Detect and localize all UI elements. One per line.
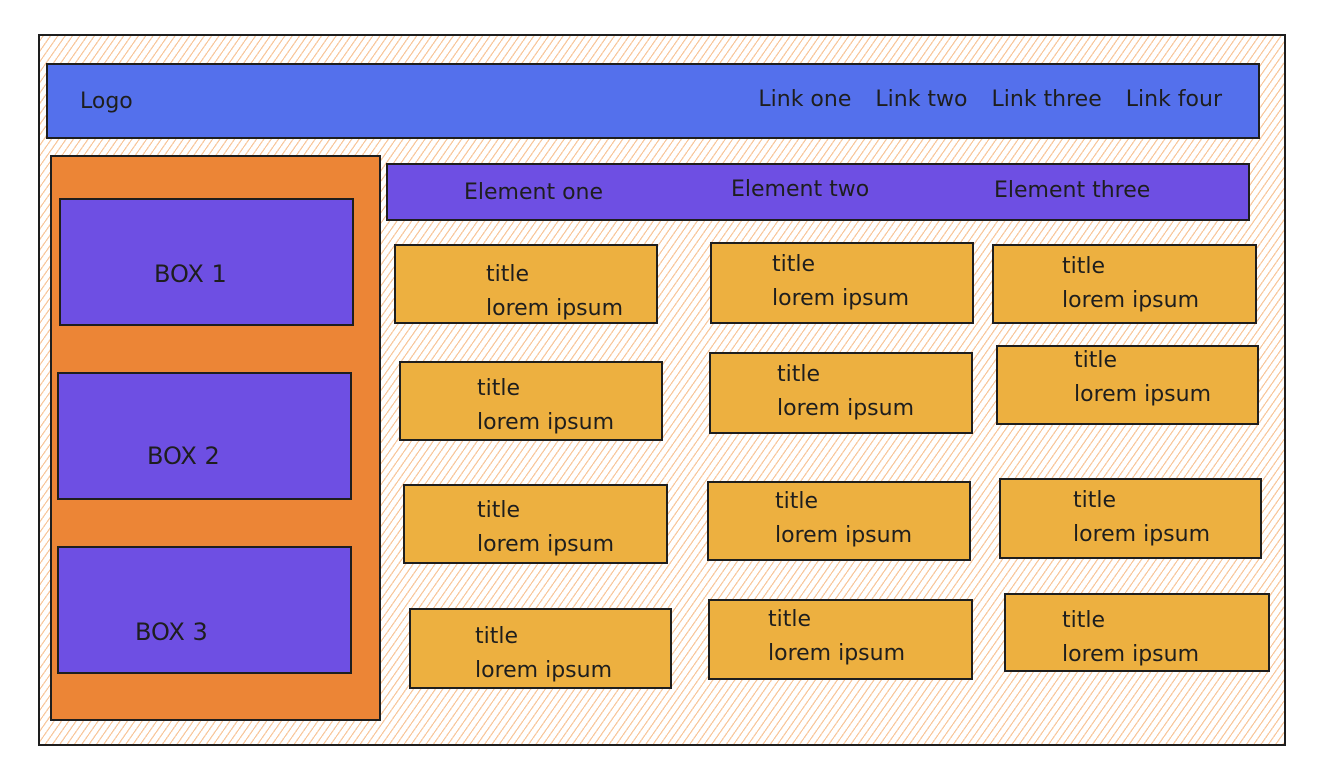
- card[interactable]: title lorem ipsum: [996, 345, 1259, 425]
- card-text: lorem ipsum: [775, 523, 913, 548]
- sidebar-box-1[interactable]: BOX 1: [59, 198, 354, 326]
- card[interactable]: title lorem ipsum: [710, 242, 974, 324]
- card-text: lorem ipsum: [777, 396, 915, 421]
- card-title: title: [1074, 348, 1118, 373]
- card-title: title: [768, 607, 812, 632]
- card-title: title: [1073, 488, 1117, 513]
- logo[interactable]: Logo: [80, 89, 133, 114]
- nav-links: Link one Link two Link three Link four: [758, 87, 1222, 112]
- tab-element-one[interactable]: Element one: [464, 180, 604, 205]
- card-title: title: [775, 489, 819, 514]
- box-label: BOX 2: [147, 442, 220, 470]
- nav-link-one[interactable]: Link one: [758, 87, 852, 112]
- card-title: title: [777, 362, 821, 387]
- sidebar-box-3[interactable]: BOX 3: [57, 546, 352, 674]
- box-label: BOX 3: [135, 618, 208, 646]
- card[interactable]: title lorem ipsum: [709, 352, 973, 434]
- card[interactable]: title lorem ipsum: [1004, 593, 1270, 672]
- card[interactable]: title lorem ipsum: [409, 608, 672, 689]
- card-text: lorem ipsum: [1062, 288, 1200, 313]
- card-title: title: [486, 262, 530, 287]
- card-text: lorem ipsum: [475, 658, 613, 683]
- tab-element-three[interactable]: Element three: [994, 178, 1151, 203]
- header-bar: Logo Link one Link two Link three Link f…: [46, 63, 1260, 139]
- card-text: lorem ipsum: [486, 296, 624, 321]
- nav-link-two[interactable]: Link two: [875, 87, 968, 112]
- box-label: BOX 1: [154, 260, 227, 288]
- card[interactable]: title lorem ipsum: [992, 244, 1257, 324]
- element-bar: Element one Element two Element three: [386, 163, 1250, 221]
- card-text: lorem ipsum: [477, 532, 615, 557]
- card-text: lorem ipsum: [768, 641, 906, 666]
- card[interactable]: title lorem ipsum: [394, 244, 658, 324]
- card[interactable]: title lorem ipsum: [708, 599, 973, 680]
- card-title: title: [477, 376, 521, 401]
- card-text: lorem ipsum: [1062, 642, 1200, 667]
- card[interactable]: title lorem ipsum: [403, 484, 668, 564]
- card-text: lorem ipsum: [1073, 522, 1211, 547]
- tab-element-two[interactable]: Element two: [731, 177, 870, 202]
- card-text: lorem ipsum: [477, 410, 615, 435]
- card[interactable]: title lorem ipsum: [999, 478, 1262, 559]
- card-title: title: [772, 252, 816, 277]
- card-title: title: [1062, 254, 1106, 279]
- nav-link-three[interactable]: Link three: [991, 87, 1102, 112]
- card-text: lorem ipsum: [1074, 382, 1212, 407]
- sidebar-box-2[interactable]: BOX 2: [57, 372, 352, 500]
- card-title: title: [1062, 608, 1106, 633]
- nav-link-four[interactable]: Link four: [1125, 87, 1222, 112]
- card-text: lorem ipsum: [772, 286, 910, 311]
- card-title: title: [475, 624, 519, 649]
- card[interactable]: title lorem ipsum: [399, 361, 663, 441]
- card-title: title: [477, 498, 521, 523]
- card[interactable]: title lorem ipsum: [707, 481, 971, 561]
